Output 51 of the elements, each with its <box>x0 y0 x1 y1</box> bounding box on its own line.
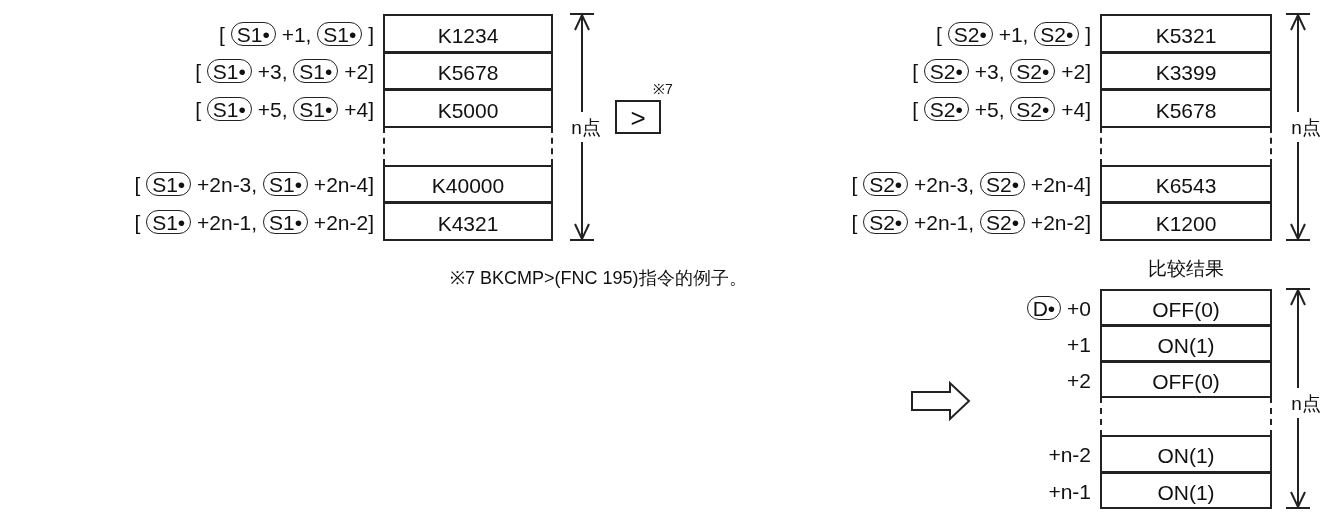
cell-value: K1234 <box>436 24 500 46</box>
memory-cell <box>1100 14 1272 53</box>
note-text: ※7 BKCMP>(FNC 195)指令的例子。 <box>450 269 747 287</box>
cell-value: K4321 <box>436 212 500 234</box>
operand-label: [ S2• +1, S2• ] <box>936 21 1091 46</box>
memory-cell <box>1100 202 1272 241</box>
cell-value: K5321 <box>1154 24 1218 46</box>
memory-cell <box>383 52 553 90</box>
memory-cell <box>1100 361 1272 398</box>
cell-value: ON(1) <box>1156 481 1216 503</box>
cell-value: K3399 <box>1154 61 1218 83</box>
cell-value: ON(1) <box>1156 334 1216 356</box>
operand-label: [ S1• +2n-1, S1• +2n-2] <box>134 209 374 234</box>
offset-label: +1 <box>1067 333 1091 354</box>
offset-label: +n-1 <box>1048 480 1091 501</box>
footnote-mark: ※7 <box>653 82 673 96</box>
memory-cell <box>1100 472 1272 509</box>
memory-cell <box>1100 435 1272 473</box>
cell-value: K6543 <box>1154 174 1218 196</box>
memory-cell <box>383 14 553 53</box>
operand-label: [ S2• +3, S2• +2] <box>912 59 1091 83</box>
operand-label: [ S1• +2n-3, S1• +2n-4] <box>134 172 374 196</box>
cell-value: K5678 <box>436 61 500 83</box>
memory-cell <box>1100 289 1272 326</box>
dimension-label: n点 <box>1291 117 1321 137</box>
memory-cell <box>1100 325 1272 362</box>
operand-label: [ S1• +5, S1• +4] <box>195 96 374 121</box>
memory-cell <box>1100 52 1272 90</box>
cell-value: ON(1) <box>1156 444 1216 466</box>
operand-label: [ S1• +3, S1• +2] <box>195 59 374 83</box>
operand-label: [ S1• +1, S1• ] <box>219 21 374 46</box>
memory-cell <box>1100 165 1272 203</box>
table-heading: 比较结果 <box>1148 258 1224 278</box>
cell-value: K40000 <box>430 174 506 196</box>
cell-value: OFF(0) <box>1151 370 1221 392</box>
offset-label: +2 <box>1067 369 1091 390</box>
dimension-label: n点 <box>1291 393 1321 413</box>
operand-label: [ S2• +2n-1, S2• +2n-2] <box>851 209 1091 234</box>
memory-cell <box>383 89 553 128</box>
memory-cell <box>383 202 553 241</box>
memory-cell <box>383 165 553 203</box>
dimension-label: n点 <box>571 117 601 137</box>
operator-symbol: > <box>629 105 647 132</box>
offset-label: +n-2 <box>1048 443 1091 465</box>
cell-value: K5000 <box>436 99 500 121</box>
cell-value: K1200 <box>1154 212 1218 234</box>
cell-value: K5678 <box>1154 99 1218 121</box>
operand-label: [ S2• +2n-3, S2• +2n-4] <box>851 172 1091 196</box>
operand-label: [ S2• +5, S2• +4] <box>912 96 1091 121</box>
memory-cell <box>1100 89 1272 128</box>
cell-value: OFF(0) <box>1151 298 1221 320</box>
